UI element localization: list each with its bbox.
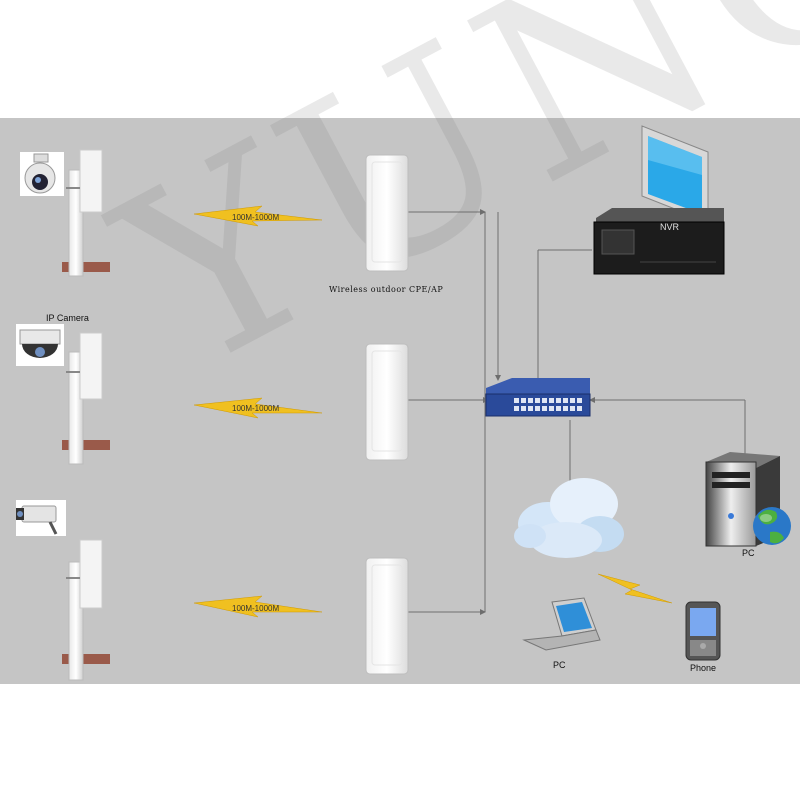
laptop-icon <box>522 597 601 651</box>
link-speed-label: 100M-1000M <box>232 604 280 613</box>
ip-camera-label: IP Camera <box>46 313 89 323</box>
cloud-icon <box>514 478 624 558</box>
nvr-label: NVR <box>660 222 680 232</box>
cpe-ap-label: Wireless outdoor CPE/AP <box>329 285 444 294</box>
network-switch-icon <box>485 378 591 417</box>
phone-icon <box>685 601 721 661</box>
globe-icon <box>753 507 791 545</box>
camera-pole-1 <box>62 149 110 277</box>
lightning-icon <box>193 205 323 227</box>
cpe-ap-icon <box>365 343 409 461</box>
camera-pole-3 <box>62 539 110 681</box>
link-speed-label: 100M-1000M <box>232 404 280 413</box>
link-speed-label: 100M-1000M <box>232 213 280 222</box>
pc-laptop-label: PC <box>553 660 566 670</box>
desktop-tower-icon <box>705 452 780 547</box>
dome-camera-icon <box>16 324 64 366</box>
monitor-icon <box>641 125 709 223</box>
phone-label: Phone <box>690 663 717 673</box>
lightning-icon <box>193 397 323 419</box>
lightning-icon <box>597 573 673 604</box>
nvr-icon <box>593 208 725 275</box>
pc-desktop-label: PC <box>742 548 755 558</box>
camera-pole-2 <box>62 332 110 465</box>
bullet-camera-icon <box>16 500 66 536</box>
ptz-camera-icon <box>20 152 64 196</box>
lightning-icon <box>193 595 323 618</box>
connector-lines <box>408 209 746 615</box>
cpe-ap-icon <box>365 557 409 675</box>
cpe-ap-icon <box>365 154 409 272</box>
